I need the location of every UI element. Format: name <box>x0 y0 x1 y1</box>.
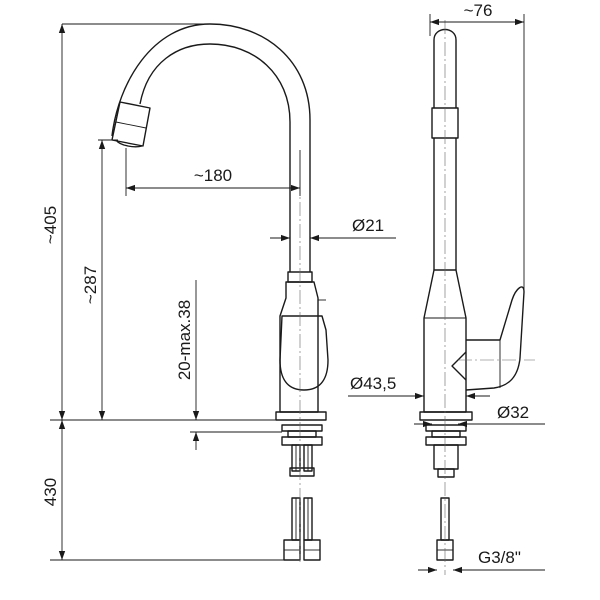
label-reach: ~180 <box>194 166 232 185</box>
label-height-spout: ~287 <box>81 266 100 304</box>
side-washer <box>425 424 467 432</box>
label-deck-thickness: 20-max.38 <box>175 300 194 380</box>
label-tube-diameter: Ø21 <box>352 216 384 235</box>
label-hole-diameter: Ø32 <box>497 403 529 422</box>
front-view <box>111 23 329 562</box>
side-shank <box>433 444 459 470</box>
front-base-flange <box>275 411 327 421</box>
side-lever <box>465 286 525 391</box>
front-spout-outer <box>111 23 311 272</box>
label-body-diameter: Ø43,5 <box>350 374 396 393</box>
front-aerator <box>111 101 151 147</box>
dimension-lines <box>50 14 545 574</box>
label-height-total: ~405 <box>41 206 60 244</box>
side-base-flange <box>419 411 473 421</box>
front-spout-inner <box>139 43 291 272</box>
side-fixing-nut <box>425 436 467 446</box>
front-lever <box>279 315 329 391</box>
front-washer <box>281 424 323 432</box>
label-side-width: ~76 <box>464 1 493 20</box>
front-body <box>279 281 319 413</box>
label-hose-length: 430 <box>41 478 60 506</box>
label-connection-thread: G3/8" <box>478 548 521 567</box>
side-view <box>419 20 535 575</box>
front-fixing-nut <box>281 436 323 446</box>
